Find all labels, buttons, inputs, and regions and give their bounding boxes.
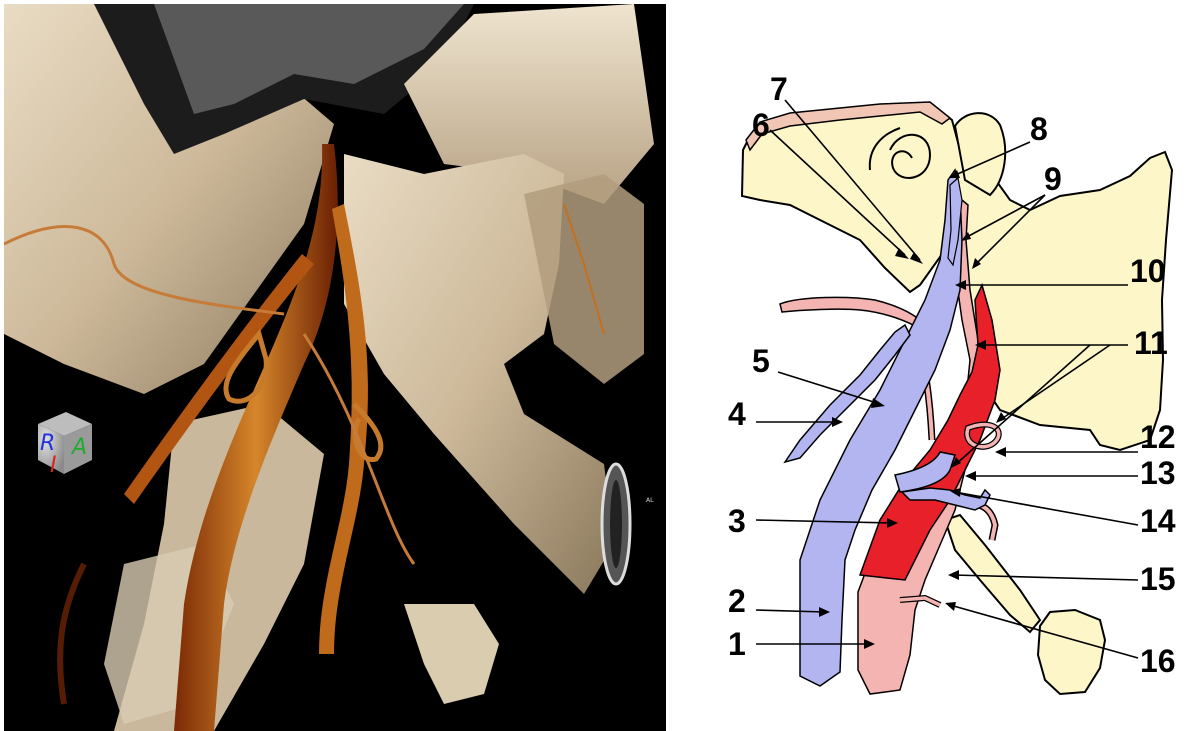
label-6: 6 <box>752 107 770 143</box>
label-9: 9 <box>1044 161 1062 197</box>
label-8: 8 <box>1030 111 1048 147</box>
occipital-branch <box>780 297 920 326</box>
label-11: 11 <box>1134 325 1168 361</box>
cube-letter-i: I <box>50 453 57 478</box>
label-3: 3 <box>728 503 746 539</box>
label-7: 7 <box>770 71 788 107</box>
label-10: 10 <box>1130 253 1166 289</box>
hyoid-shape <box>1038 610 1105 694</box>
label-12: 12 <box>1140 419 1176 455</box>
cube-letter-a: A <box>70 435 87 460</box>
label-13: 13 <box>1140 455 1176 491</box>
ct-angiography-render: R A I AL <box>4 4 666 731</box>
label-5: 5 <box>752 343 770 379</box>
label-2: 2 <box>728 583 746 619</box>
label-15: 15 <box>1140 561 1176 597</box>
label-14: 14 <box>1140 503 1176 539</box>
side-mark: AL <box>646 497 654 504</box>
label-16: 16 <box>1140 643 1176 679</box>
label-1: 1 <box>728 626 746 662</box>
label-4: 4 <box>728 396 746 432</box>
anatomy-diagram: 1 2 3 4 5 6 7 8 9 10 11 12 13 14 15 16 <box>676 0 1199 731</box>
